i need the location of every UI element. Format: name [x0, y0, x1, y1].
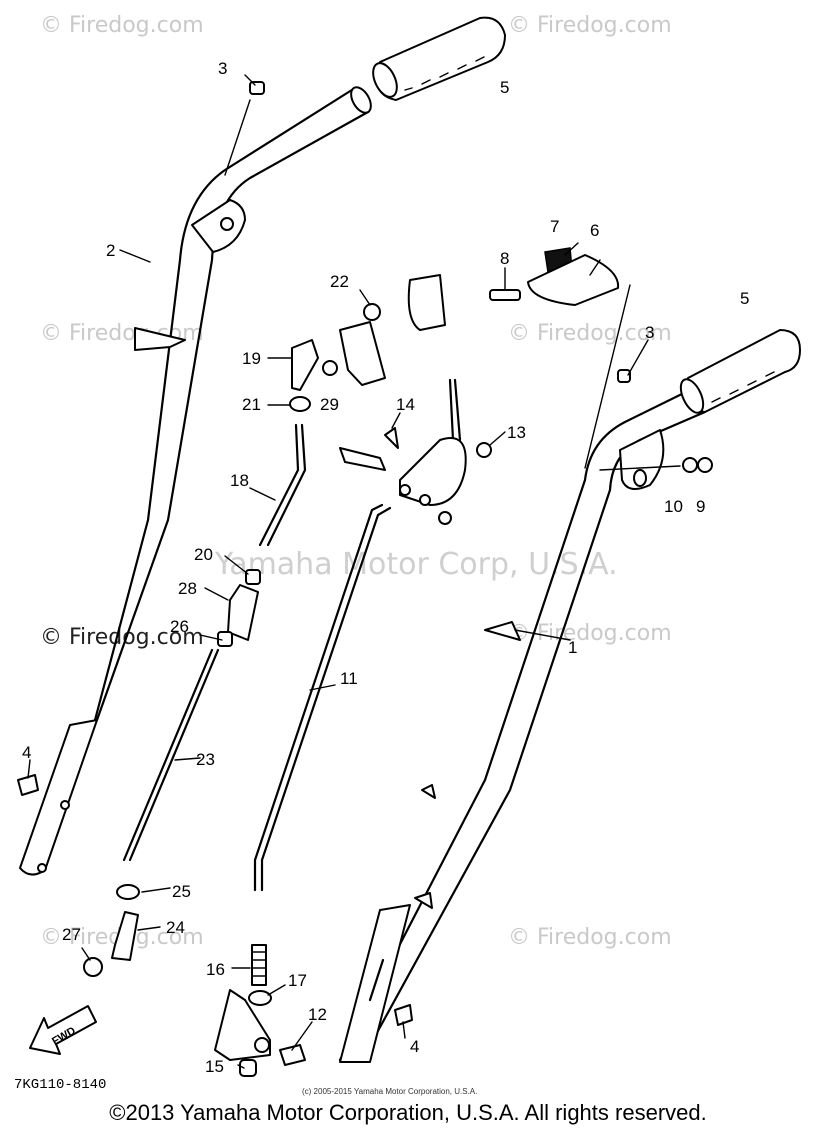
bolt-29 — [322, 360, 338, 376]
bracket — [339, 321, 386, 386]
part-number: 28 — [178, 579, 197, 598]
clamp-12 — [279, 1044, 306, 1066]
part-number: 19 — [242, 349, 261, 368]
rod-end-19 — [291, 339, 319, 391]
part-number: 9 — [696, 497, 705, 516]
part-number: 21 — [242, 395, 261, 414]
watermark: © Firedog.com — [508, 321, 672, 346]
leader-lines — [27, 74, 681, 1069]
nut-17 — [248, 990, 272, 1006]
nut-9 — [697, 457, 713, 473]
part-number: 3 — [645, 323, 654, 342]
part-number: 16 — [206, 960, 225, 979]
watermark: © Firedog.com — [40, 13, 204, 38]
watermark-yamaha: Yamaha Motor Corp, U.S.A. — [214, 547, 618, 582]
tube-28 — [227, 584, 259, 641]
hardware — [17, 81, 713, 1077]
part-number: 7 — [550, 217, 559, 236]
part-number: 4 — [22, 743, 31, 762]
part-number: 18 — [230, 471, 249, 490]
watermark: © Firedog.com — [508, 925, 672, 950]
left-handle-bar — [19, 86, 372, 876]
part-number: 2 — [106, 241, 115, 260]
part-number: 11 — [340, 669, 358, 688]
nut-21 — [289, 396, 311, 412]
bracket-6 — [527, 254, 620, 306]
joint-24 — [111, 911, 139, 961]
collar-15 — [239, 1059, 257, 1077]
copyright-notice: ©2013 Yamaha Motor Corporation, U.S.A. A… — [109, 1100, 707, 1125]
part-number: 3 — [218, 59, 227, 78]
diagram-code: 7KG110-8140 — [14, 1077, 106, 1093]
part-number: 17 — [288, 971, 307, 990]
part-number: 8 — [500, 249, 509, 268]
bolt-3-left — [249, 81, 265, 95]
right-handle-bar — [338, 388, 707, 1063]
watermark-dark: © Firedog.com — [40, 625, 204, 650]
part-number: 23 — [196, 750, 215, 769]
lever-plate — [399, 437, 467, 506]
nut-25 — [116, 884, 140, 900]
fwd-arrow: FWD — [29, 1005, 97, 1055]
bolt-3-right — [617, 369, 631, 383]
small-copyright: (c) 2005-2015 Yamaha Motor Corporation, … — [302, 1087, 477, 1096]
nut-22 — [363, 303, 381, 321]
threaded-16 — [251, 944, 267, 986]
part-number: 15 — [205, 1057, 224, 1076]
watermarks: © Firedog.com © Firedog.com © Firedog.co… — [40, 13, 672, 950]
nut-27 — [83, 957, 103, 977]
part-number: 4 — [410, 1037, 419, 1056]
part-number: 13 — [507, 423, 526, 442]
part-number: 6 — [590, 221, 599, 240]
part-number: 5 — [740, 289, 749, 308]
part-number: 25 — [172, 882, 191, 901]
watermark: © Firedog.com — [508, 13, 672, 38]
part-number: 1 — [568, 638, 577, 657]
part-number: 10 — [664, 497, 683, 516]
washer-13 — [476, 442, 492, 458]
part-number: 12 — [308, 1005, 327, 1024]
part-number: 14 — [396, 395, 415, 414]
bolt-4-right — [394, 1004, 413, 1026]
part-number: 24 — [166, 918, 185, 937]
part-number: 22 — [330, 272, 349, 291]
bolt-4-left — [17, 774, 39, 796]
part-numbers: 1 2 3 3 4 4 5 5 6 7 8 9 10 11 12 13 14 1… — [22, 59, 749, 1076]
nut-20 — [245, 569, 261, 585]
part-number: 20 — [194, 545, 213, 564]
pin-14 — [384, 427, 399, 449]
control-rods — [122, 378, 462, 892]
part-number: 5 — [500, 78, 509, 97]
grip-left — [372, 16, 506, 101]
bolt-8 — [489, 289, 521, 301]
grip-right — [679, 329, 801, 414]
part-number: 26 — [170, 617, 189, 636]
washer-10 — [682, 457, 698, 473]
part-number: 27 — [62, 925, 81, 944]
pin — [339, 447, 386, 471]
part-number: 29 — [320, 395, 339, 414]
